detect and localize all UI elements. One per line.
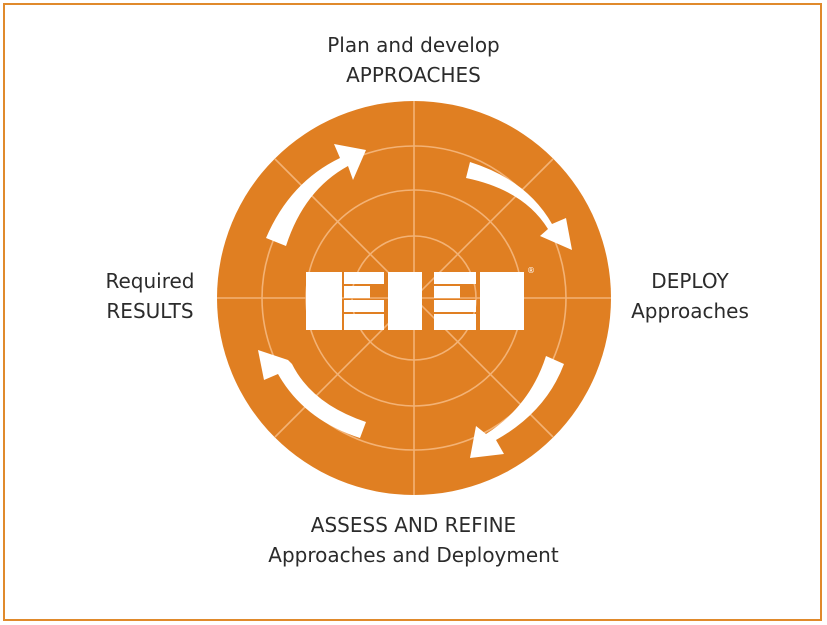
logo-block-2a <box>344 272 384 284</box>
cycle-arrows <box>258 144 572 458</box>
logo-block-2c <box>344 300 384 312</box>
label-assess: ASSESS AND REFINE Approaches and Deploym… <box>0 510 827 570</box>
logo-block-2d <box>344 314 384 330</box>
center-logo <box>306 272 524 330</box>
label-plan-line1: Plan and develop <box>327 33 500 57</box>
arrow-upper-left-icon <box>266 144 366 246</box>
label-results-line2: RESULTS <box>106 299 194 323</box>
logo-block-3 <box>388 272 422 330</box>
label-results-line1: Required <box>105 269 195 293</box>
logo-block-2b <box>344 286 370 298</box>
arrow-lower-right-icon <box>470 356 564 458</box>
arrow-upper-right-icon <box>466 162 572 250</box>
arrow-lower-left-icon <box>258 350 366 438</box>
logo-block-4c <box>434 300 476 312</box>
registered-mark: ® <box>527 266 535 275</box>
label-assess-line2: Approaches and Deployment <box>268 543 559 567</box>
label-results: Required RESULTS <box>60 266 240 326</box>
logo-block-4d <box>434 314 476 330</box>
label-plan: Plan and develop APPROACHES <box>0 30 827 90</box>
label-deploy-line1: DEPLOY <box>651 269 729 293</box>
logo-block-5 <box>480 272 524 330</box>
logo-block-1 <box>306 272 342 330</box>
label-assess-line1: ASSESS AND REFINE <box>310 513 517 537</box>
logo-block-4b <box>434 286 460 298</box>
logo-block-4a <box>434 272 476 284</box>
label-deploy: DEPLOY Approaches <box>590 266 790 326</box>
label-plan-line2: APPROACHES <box>346 63 481 87</box>
label-deploy-line2: Approaches <box>631 299 749 323</box>
